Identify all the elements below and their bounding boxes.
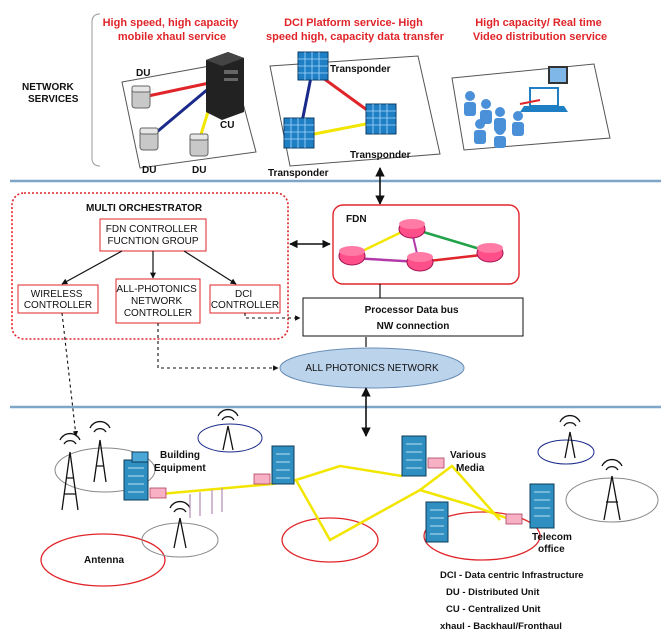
router-icon <box>406 252 434 272</box>
du-label: DU <box>136 68 150 79</box>
wireless-controller-box <box>17 284 99 314</box>
antenna-tower-icon <box>169 500 191 549</box>
cu-tower-server-icon <box>206 52 244 120</box>
transponder-label: Transponder <box>268 168 329 179</box>
telecom-office-label: Telecom office <box>532 532 575 555</box>
building-icon <box>271 445 295 485</box>
all-photonics-network-label: ALL PHOTONICS NETWORK <box>305 363 439 374</box>
legend-item: xhaul - Backhaul/Fronthaul <box>440 621 562 632</box>
router-icon <box>398 219 426 239</box>
coverage-area <box>197 423 263 453</box>
transponder-label: Transponder <box>330 64 391 75</box>
router-icon <box>338 246 366 266</box>
photonics-controller-label: ALL-PHOTONICS NETWORK CONTROLLER <box>116 284 199 319</box>
transponder-icon <box>283 117 315 149</box>
du-label: DU <box>142 165 156 176</box>
equipment-box-icon <box>149 457 523 525</box>
du-cu-link-navy <box>151 82 215 138</box>
multi-orchestrator-box <box>11 192 289 340</box>
wireless-controller-label: WIRELESS CONTROLLER <box>24 289 92 311</box>
building-icon <box>401 435 427 477</box>
building-icon <box>123 451 149 501</box>
coverage-area <box>537 439 595 465</box>
antenna-tower-icon <box>559 414 581 459</box>
du-label: DU <box>192 165 206 176</box>
fdn-label: FDN <box>346 214 367 225</box>
du-server-icon <box>139 127 159 151</box>
photonics-network-dashed-arrow <box>157 323 279 371</box>
building-icon <box>425 501 449 543</box>
legend-item: DCI - Data centric Infrastructure <box>440 570 584 581</box>
photonics-controller-box <box>115 278 201 324</box>
processor-data-bus-box <box>302 297 524 337</box>
transponder-icon <box>365 103 397 135</box>
fdn-box <box>332 204 520 285</box>
antenna-label: Antenna <box>84 555 124 566</box>
antenna-tower-icon <box>601 458 623 521</box>
du-server-icon <box>131 85 151 109</box>
multi-orchestrator-title: MULTI ORCHESTRATOR <box>86 203 203 214</box>
service1-title: High speed, high capacity mobile xhaul s… <box>103 17 242 43</box>
legend-item: DU - Distributed Unit <box>446 587 540 598</box>
users-group-icon <box>464 91 524 148</box>
group-to-wireless-arrow <box>61 250 123 285</box>
service2-title: DCI Platform service- High speed high, c… <box>266 17 445 43</box>
video-link-red <box>519 99 541 105</box>
transponder-link-yellow <box>303 120 377 138</box>
building-icon <box>529 483 555 529</box>
du-server-icon <box>189 133 209 157</box>
du-cu-link-red <box>147 80 215 98</box>
wireless-antenna-dashed-arrow <box>61 312 79 437</box>
dci-bus-dashed-arrow <box>244 313 301 321</box>
antenna-tower-icon <box>59 432 81 511</box>
router-icon <box>476 243 504 263</box>
transponder-label: Transponder <box>350 150 411 161</box>
coverage-area <box>54 447 156 493</box>
group-to-dci-arrow <box>183 250 237 285</box>
antenna-tower-icon <box>89 420 111 483</box>
network-services-label: NETWORK SERVICES <box>22 82 79 105</box>
antenna-tower-icon <box>217 408 239 451</box>
fdn-controller-group-label: FDN CONTROLLER FUCNTION GROUP <box>106 224 200 247</box>
processor-data-bus-label: Processor Data bus NW connection <box>365 305 462 332</box>
building-equipment-label: Building Equipment <box>154 450 206 474</box>
coverage-area <box>40 533 166 587</box>
radio-pole-icon <box>189 488 223 518</box>
services-bracket <box>91 13 101 167</box>
all-photonics-network <box>279 347 465 389</box>
coverage-area <box>565 477 659 523</box>
transponder-icon <box>297 51 329 81</box>
coverage-area <box>281 517 379 563</box>
cu-label: CU <box>220 120 234 131</box>
various-media-label: Various Media <box>450 450 489 474</box>
dci-controller-box <box>209 284 281 314</box>
legend-item: CU - Centralized Unit <box>446 604 541 615</box>
coverage-area <box>141 522 219 558</box>
legend: DCI - Data centric Infrastructure DU - D… <box>440 570 584 632</box>
fdn-controller-group-box <box>99 218 207 252</box>
service3-title: High capacity/ Real time Video distribut… <box>473 17 607 43</box>
video-server-icon <box>548 66 568 84</box>
coverage-area <box>423 511 541 561</box>
fiber-links <box>159 464 513 542</box>
dci-controller-label: DCI CONTROLLER <box>211 289 279 311</box>
